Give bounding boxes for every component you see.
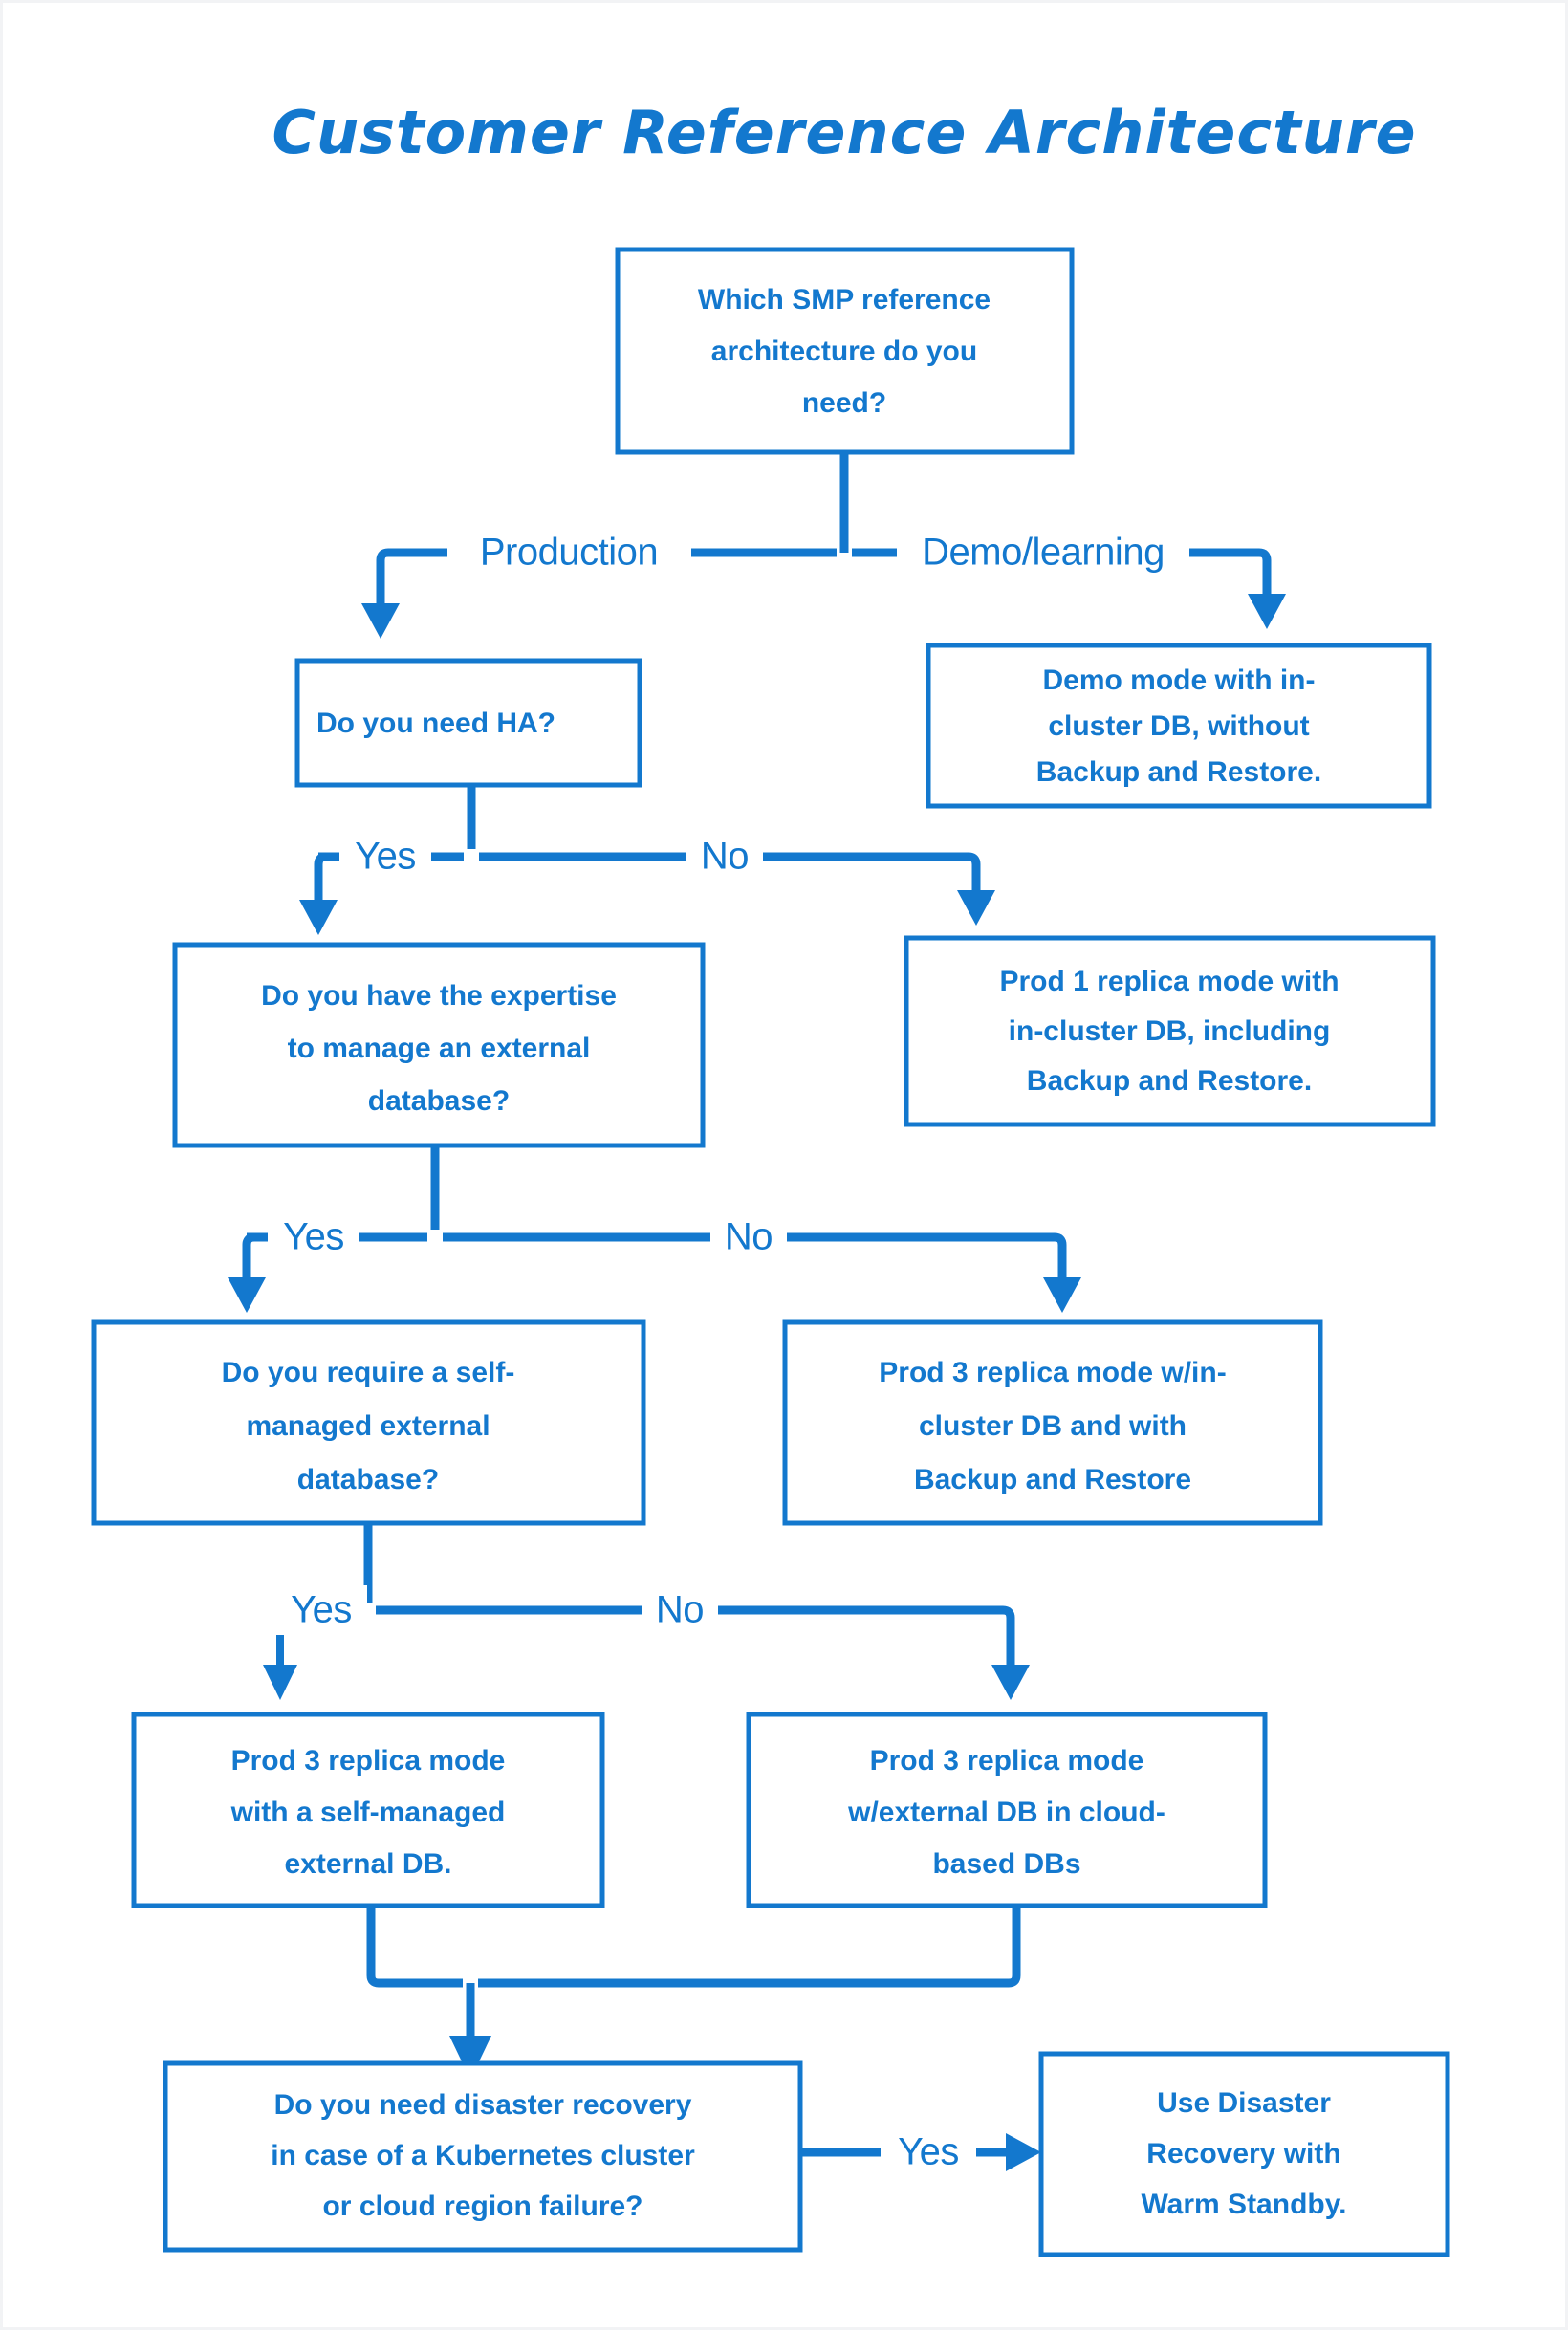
node-label-line-2: managed external bbox=[246, 1410, 490, 1442]
arrowhead-demo bbox=[1248, 594, 1286, 629]
arrowhead-expertise-no bbox=[1043, 1277, 1081, 1313]
node-label-line-3: need? bbox=[802, 387, 886, 419]
edge-merge-right bbox=[478, 1906, 1021, 1988]
node-label-line-1: Demo mode with in- bbox=[1043, 665, 1316, 696]
node-box[interactable] bbox=[782, 1319, 1323, 1526]
node-box[interactable] bbox=[91, 1319, 646, 1526]
node-box[interactable] bbox=[904, 935, 1436, 1127]
node-which-smp-reference[interactable]: Which SMP reference architecture do you … bbox=[615, 247, 1075, 455]
node-label-line-3: Warm Standby. bbox=[1141, 2189, 1346, 2220]
node-label-line-3: based DBs bbox=[932, 1848, 1080, 1880]
node-do-you-need-ha[interactable]: Do you need HA? bbox=[294, 658, 642, 788]
node-label-line-2: in case of a Kubernetes cluster bbox=[271, 2140, 695, 2171]
edge-ha-no-drop bbox=[968, 852, 981, 897]
edge-label-bg-selfmanaged-yes bbox=[275, 1585, 367, 1635]
node-prod1-replica-result[interactable]: Prod 1 replica mode with in-cluster DB, … bbox=[904, 935, 1436, 1127]
arrowhead-ha-no bbox=[957, 890, 995, 926]
node-label-line-1: Prod 3 replica mode bbox=[231, 1745, 506, 1777]
arrowhead-expertise-yes bbox=[228, 1277, 266, 1313]
node-label-line-2: architecture do you bbox=[711, 336, 977, 367]
edge-label-dr-yes: Yes bbox=[898, 2131, 959, 2173]
node-label-line-2: w/external DB in cloud- bbox=[847, 1797, 1165, 1828]
edge-label-bg-dr-yes bbox=[881, 2127, 976, 2177]
edge-label-expertise-yes: Yes bbox=[283, 1216, 344, 1258]
node-box[interactable] bbox=[163, 2060, 803, 2253]
edge-label-bg-demo bbox=[897, 528, 1189, 578]
node-label-line-1: Prod 3 replica mode bbox=[870, 1745, 1144, 1777]
node-label-line-1: Which SMP reference bbox=[698, 284, 991, 316]
node-box[interactable] bbox=[131, 1712, 605, 1908]
edge-label-bg-selfmanaged-no bbox=[642, 1585, 718, 1635]
node-self-managed-question[interactable]: Do you require a self- managed external … bbox=[91, 1319, 646, 1526]
node-label-line-1: Use Disaster bbox=[1157, 2087, 1331, 2119]
node-prod3-incluster-result[interactable]: Prod 3 replica mode w/in- cluster DB and… bbox=[782, 1319, 1323, 1526]
edge-label-production: Production bbox=[480, 532, 658, 574]
arrowhead-selfmanaged-yes bbox=[263, 1665, 297, 1700]
node-label-line-3: or cloud region failure? bbox=[322, 2191, 642, 2222]
node-label-line-3: database? bbox=[297, 1464, 439, 1495]
node-box[interactable] bbox=[1038, 2051, 1450, 2257]
edge-labels: Production Demo/learning Yes No Yes No Y… bbox=[268, 528, 1189, 2177]
edge-label-bg-ha-yes bbox=[339, 832, 431, 882]
arrowhead-production bbox=[361, 603, 400, 639]
node-prod3-self-managed-result[interactable]: Prod 3 replica mode with a self-managed … bbox=[131, 1712, 605, 1908]
node-label-line-1: Prod 3 replica mode w/in- bbox=[879, 1357, 1226, 1388]
edge-label-demo-learning: Demo/learning bbox=[922, 532, 1165, 574]
edge-label-expertise-no: No bbox=[725, 1216, 773, 1258]
arrowhead-selfmanaged-no bbox=[991, 1665, 1030, 1700]
node-label-line-1: Do you require a self- bbox=[222, 1357, 515, 1388]
node-label-line-2: with a self-managed bbox=[230, 1797, 506, 1828]
node-box[interactable] bbox=[615, 247, 1075, 455]
arrowhead-dr bbox=[449, 2036, 491, 2080]
node-box[interactable] bbox=[926, 643, 1432, 809]
node-label-line-1: Do you need disaster recovery bbox=[274, 2089, 692, 2121]
node-box[interactable] bbox=[172, 942, 706, 1148]
node-label-line-2: cluster DB, without bbox=[1048, 710, 1309, 742]
node-disaster-recovery-result[interactable]: Use Disaster Recovery with Warm Standby. bbox=[1038, 2051, 1450, 2257]
node-box[interactable] bbox=[294, 658, 642, 788]
node-label-line-3: Backup and Restore. bbox=[1027, 1065, 1312, 1097]
node-label-line-3: Backup and Restore bbox=[914, 1464, 1191, 1495]
edge-production-drop bbox=[376, 548, 389, 610]
edge-label-bg-production bbox=[447, 528, 691, 578]
edge-label-bg-expertise-yes bbox=[268, 1212, 359, 1262]
edge-selfmanaged-no-drop bbox=[1002, 1605, 1015, 1671]
node-box[interactable] bbox=[746, 1712, 1268, 1908]
node-label-line-1: Prod 1 replica mode with bbox=[999, 966, 1339, 997]
edge-demo-drop bbox=[1258, 548, 1272, 600]
edge-label-bg-expertise-no bbox=[710, 1212, 787, 1262]
edge-label-ha-no: No bbox=[701, 836, 749, 878]
page-title: Customer Reference Architecture bbox=[272, 98, 1416, 167]
edge-expertise-yes-drop bbox=[242, 1232, 255, 1284]
node-disaster-recovery-question[interactable]: Do you need disaster recovery in case of… bbox=[163, 2060, 803, 2253]
edge-label-bg-ha-no bbox=[686, 832, 763, 882]
edge-expertise-no-drop bbox=[1054, 1232, 1067, 1284]
arrowhead-dr-yes bbox=[1006, 2133, 1041, 2171]
node-label-line-2: in-cluster DB, including bbox=[1009, 1015, 1331, 1047]
node-label-line-1: Do you have the expertise bbox=[261, 980, 617, 1012]
arrowhead-ha-yes bbox=[299, 900, 338, 935]
edge-label-selfmanaged-yes: Yes bbox=[291, 1589, 352, 1631]
edge-merge-left bbox=[366, 1906, 463, 1988]
flowchart-svg: Customer Reference Architecture bbox=[91, 98, 1450, 2257]
edge-label-selfmanaged-no: No bbox=[656, 1589, 704, 1631]
node-label-line-3: Backup and Restore. bbox=[1036, 756, 1321, 788]
edge-label-ha-yes: Yes bbox=[355, 836, 416, 878]
node-prod3-cloud-result[interactable]: Prod 3 replica mode w/external DB in clo… bbox=[746, 1712, 1268, 1908]
node-demo-mode-result[interactable]: Demo mode with in- cluster DB, without B… bbox=[926, 643, 1432, 809]
node-label-line-3: external DB. bbox=[284, 1848, 451, 1880]
node-expertise-question[interactable]: Do you have the expertise to manage an e… bbox=[172, 942, 706, 1148]
node-label-line-3: database? bbox=[368, 1085, 510, 1117]
node-label-line-1: Do you need HA? bbox=[316, 708, 555, 739]
node-label-line-2: cluster DB and with bbox=[919, 1410, 1187, 1442]
node-label-line-2: to manage an external bbox=[288, 1033, 591, 1064]
node-label-line-2: Recovery with bbox=[1146, 2138, 1340, 2169]
edge-ha-yes-drop bbox=[314, 852, 327, 906]
